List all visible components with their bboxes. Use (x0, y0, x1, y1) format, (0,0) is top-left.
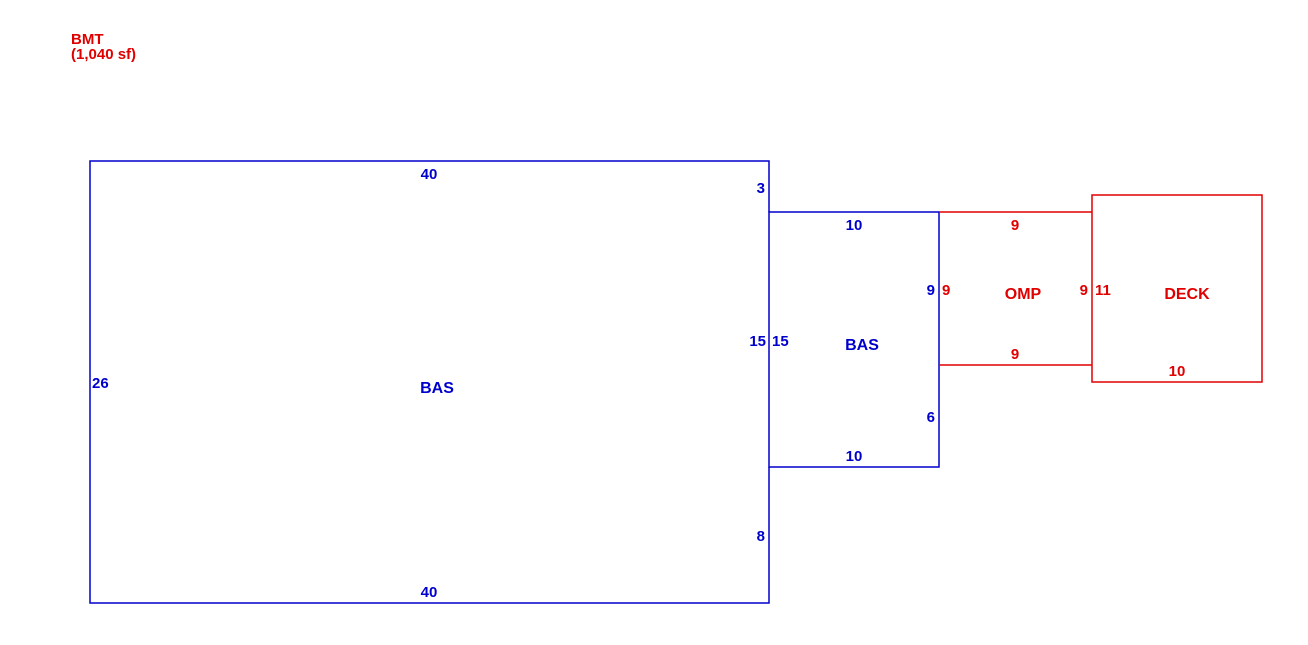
omp-dim-bottom: 9 (1011, 346, 1019, 363)
bas-main-outline (89, 160, 770, 604)
omp-name: OMP (1005, 286, 1042, 303)
bas-main-dim-right-lower: 8 (757, 528, 765, 545)
bas-main-dim-left: 26 (92, 375, 109, 392)
deck-dim-left: 11 (1095, 282, 1111, 299)
bas-ext-dim-right-upper: 9 (927, 282, 935, 299)
bas-ext-dim-bottom: 10 (846, 448, 863, 465)
deck-dim-bottom: 10 (1169, 363, 1186, 380)
bas-ext-dim-right-lower: 6 (927, 409, 935, 426)
bas-ext-name: BAS (845, 337, 879, 354)
bas-ext-dim-left: 15 (772, 333, 789, 350)
omp-dim-top: 9 (1011, 217, 1019, 234)
level-area: (1,040 sf) (71, 46, 137, 63)
bas-main-dim-top: 40 (421, 166, 438, 183)
bas-extension-area (768, 211, 940, 468)
omp-area (939, 211, 1092, 366)
bas-main-dim-bottom: 40 (421, 584, 438, 601)
bas-main-area (89, 160, 770, 604)
bas-extension-outline (768, 211, 940, 468)
bas-ext-dim-top: 10 (846, 217, 863, 234)
omp-dim-left: 9 (942, 282, 950, 299)
deck-outline (1091, 194, 1263, 383)
bas-main-name: BAS (420, 380, 454, 397)
omp-dim-right: 9 (1080, 282, 1088, 299)
bas-main-dim-right-middle: 15 (749, 333, 766, 350)
level-label: BMT (71, 31, 104, 48)
deck-name: DECK (1164, 286, 1210, 303)
bas-main-dim-right-upper: 3 (757, 180, 765, 197)
deck-area (1091, 194, 1263, 383)
